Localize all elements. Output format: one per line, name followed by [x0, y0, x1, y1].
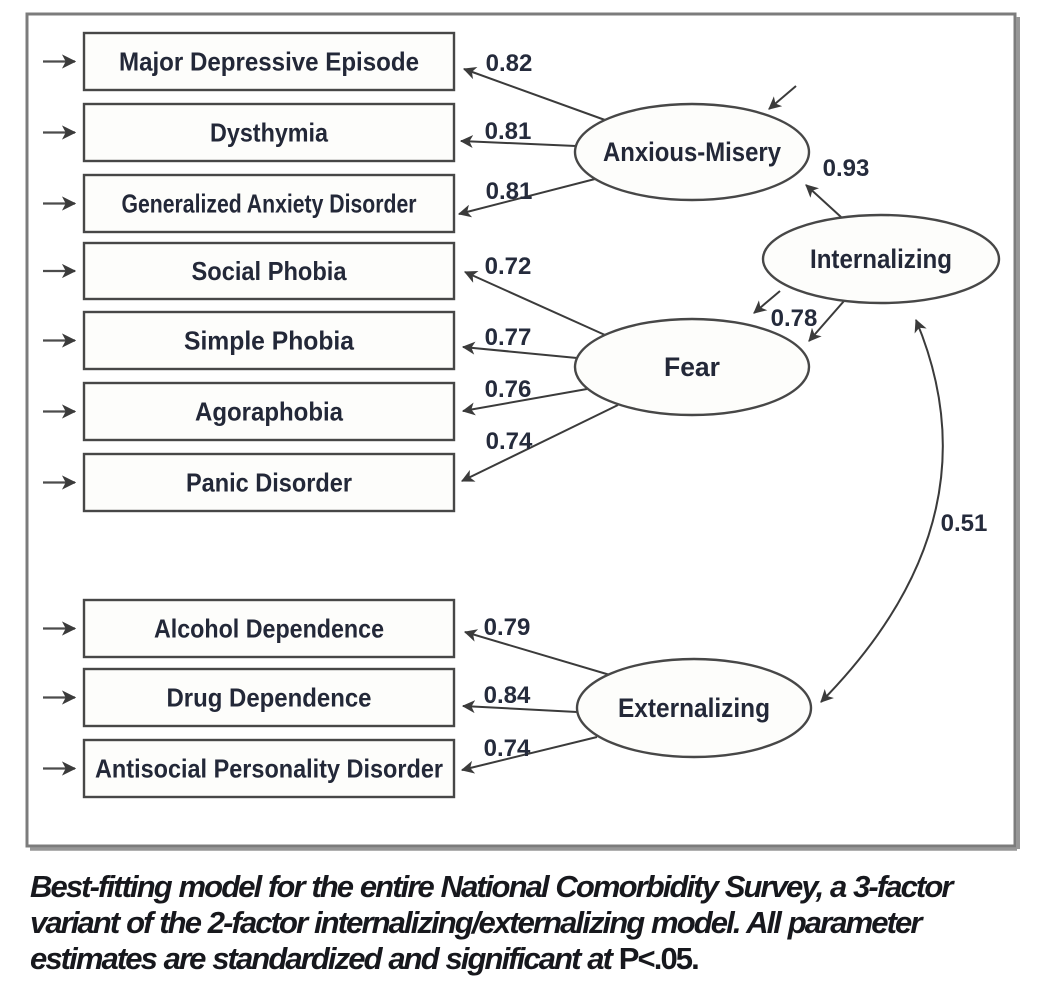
loading-value-dysthymia: 0.81: [485, 118, 532, 145]
loading-arrow-fear-to-social-phobia: [464, 270, 606, 336]
box-label-alcohol-dependence: Alcohol Dependence: [154, 614, 384, 644]
box-panic-disorder: [82, 452, 456, 513]
loading-arrow-externalizing-to-alcohol-dependence: [463, 629, 611, 676]
loading-arrow-anxious-misery-to-mde: [462, 66, 606, 121]
factor-ellipse-anxious-misery: [573, 102, 811, 202]
box-label-mde: Major Depressive Episode: [119, 47, 419, 77]
loading-arrow-fear-to-panic-disorder: [461, 404, 619, 482]
box-label-social-phobia: Social Phobia: [192, 256, 347, 286]
caption-line-3-italic: estimates are standardized and significa…: [30, 941, 619, 976]
loading-value-simple-phobia: 0.77: [485, 324, 532, 351]
loading-arrow-fear-to-simple-phobia: [461, 341, 578, 359]
factor-label-externalizing: Externalizing: [618, 693, 770, 723]
loading-value-alcohol-dependence: 0.79: [484, 614, 531, 641]
box-social-phobia: [82, 241, 456, 301]
box-gad: [82, 173, 456, 234]
path-arrow-internalizing-to-anxious-misery: [805, 184, 842, 218]
loading-value-drug-dependence: 0.84: [484, 682, 531, 709]
factor-label-fear: Fear: [664, 352, 720, 382]
box-label-dysthymia: Dysthymia: [210, 118, 328, 148]
caption-line-2: variant of the 2-factor internalizing/ex…: [30, 905, 922, 940]
figure-frame: [25, 12, 1017, 848]
path-value-anxious-misery: 0.93: [823, 155, 870, 182]
box-mde: [82, 31, 456, 92]
box-agoraphobia: [82, 381, 456, 442]
box-dysthymia: [82, 102, 456, 163]
box-label-simple-phobia: Simple Phobia: [184, 326, 355, 356]
box-label-drug-dependence: Drug Dependence: [167, 683, 372, 713]
box-label-gad: Generalized Anxiety Disorder: [122, 189, 417, 219]
loading-arrow-fear-to-agoraphobia: [461, 388, 588, 416]
loading-value-social-phobia: 0.72: [485, 253, 532, 280]
loading-value-panic-disorder: 0.74: [486, 428, 533, 455]
caption-p-value: P<.05.: [618, 941, 700, 976]
correlation-value: 0.51: [941, 510, 988, 537]
loading-arrow-anxious-misery-to-dysthymia: [459, 135, 577, 149]
box-label-antisocial-personality-disorder: Antisocial Personality Disorder: [95, 754, 443, 784]
factor-ellipse-fear: [573, 317, 811, 417]
loading-arrow-anxious-misery-to-gad: [457, 178, 596, 218]
correlation-arrow-internalizing-externalizing: [820, 319, 944, 703]
factor-ellipse-internalizing: [761, 213, 1001, 305]
loading-value-antisocial-personality-disorder: 0.74: [484, 735, 531, 762]
loading-value-agoraphobia: 0.76: [485, 376, 532, 403]
loading-value-mde: 0.82: [486, 50, 533, 77]
box-label-panic-disorder: Panic Disorder: [186, 468, 352, 498]
box-antisocial-personality-disorder: [82, 738, 456, 799]
figure-caption: Best-fitting model for the entire Nation…: [30, 869, 1010, 977]
caption-line-3: estimates are standardized and significa…: [30, 941, 1010, 977]
box-drug-dependence: [82, 667, 456, 728]
path-value-fear: 0.78: [771, 305, 818, 332]
factor-label-internalizing: Internalizing: [810, 244, 952, 274]
factor-ellipse-externalizing: [575, 657, 813, 759]
loading-arrow-externalizing-to-drug-dependence: [461, 700, 578, 714]
box-label-agoraphobia: Agoraphobia: [195, 397, 343, 427]
box-simple-phobia: [82, 310, 456, 371]
loading-value-gad: 0.81: [486, 178, 533, 205]
residual-arrow-anxious-misery: [768, 85, 797, 110]
loading-arrow-externalizing-to-antisocial-personality-disorder: [460, 736, 598, 774]
factor-label-anxious-misery: Anxious-Misery: [603, 137, 781, 167]
caption-line-1: Best-fitting model for the entire Nation…: [30, 869, 953, 904]
residual-arrow-fear: [753, 290, 781, 314]
box-alcohol-dependence: [82, 598, 456, 659]
